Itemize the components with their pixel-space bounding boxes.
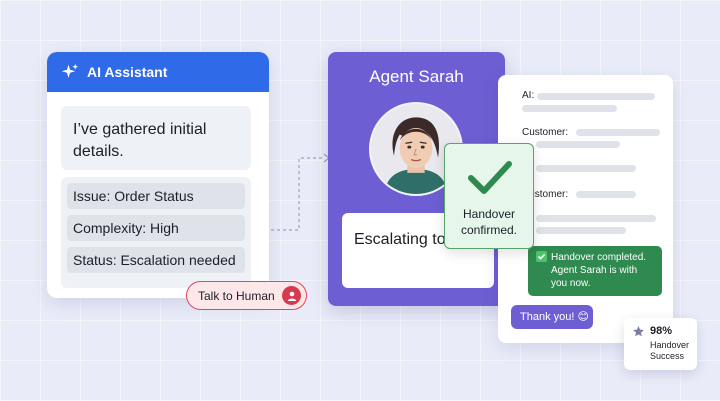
handoff-connector — [271, 153, 330, 231]
transcript-label-customer: Customer: — [522, 127, 569, 138]
ai-assistant-title: AI Assistant — [87, 64, 168, 80]
handover-confirmed-text: Handover confirmed. — [460, 207, 518, 237]
detail-status: Status: Escalation needed — [67, 247, 245, 273]
stat-value: 98% — [650, 325, 673, 337]
person-icon — [282, 286, 301, 305]
agent-avatar — [369, 102, 463, 196]
placeholder-line — [576, 129, 660, 136]
stat-label: Handover Success — [650, 340, 690, 361]
sparkle-icon — [61, 63, 79, 78]
talk-to-human-label: Talk to Human — [198, 288, 275, 303]
placeholder-line — [536, 141, 620, 148]
ai-message-bubble: I’ve gathered initial details. — [61, 106, 251, 170]
placeholder-line — [536, 165, 636, 172]
handover-success-stat: 98% Handover Success — [624, 318, 697, 370]
detail-complexity: Complexity: High — [67, 215, 245, 241]
handover-completed-text: Handover completed. Agent Sarah is with … — [551, 252, 647, 289]
ai-assistant-header: AI Assistant — [47, 52, 269, 92]
transcript-label-ai: AI: — [522, 90, 535, 101]
checkmark-icon — [468, 161, 512, 194]
placeholder-line — [537, 93, 655, 100]
placeholder-line — [576, 191, 636, 198]
talk-to-human-button[interactable]: Talk to Human — [186, 281, 307, 310]
placeholder-line — [536, 215, 656, 222]
check-icon — [536, 251, 547, 262]
star-icon — [633, 326, 644, 337]
placeholder-line — [522, 105, 617, 112]
customer-reply-bubble: Thank you! 😊 — [511, 305, 593, 329]
agent-name: Agent Sarah — [369, 67, 464, 86]
ai-assistant-card: AI Assistant I’ve gathered initial detai… — [47, 52, 269, 298]
transcript-label-customer: Customer: — [522, 189, 569, 200]
handover-completed-message: Handover completed. Agent Sarah is with … — [528, 246, 662, 296]
ai-details-list: Issue: Order Status Complexity: High Sta… — [61, 177, 251, 288]
placeholder-line — [536, 227, 626, 234]
handover-confirmed-card: Handover confirmed. — [444, 143, 534, 249]
detail-issue: Issue: Order Status — [67, 183, 245, 209]
